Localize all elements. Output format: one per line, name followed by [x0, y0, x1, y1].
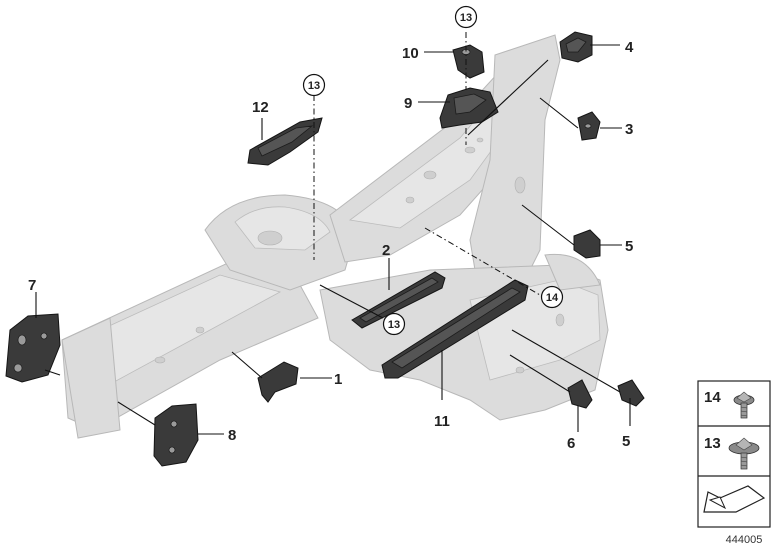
- circle-callout-13-center: 13: [388, 319, 400, 331]
- callout-1: 1: [334, 371, 342, 388]
- callout-6: 6: [567, 435, 575, 452]
- legend-label-14: 14: [704, 389, 721, 406]
- callout-5-lower: 5: [622, 433, 630, 450]
- callout-4: 4: [625, 39, 634, 56]
- part-11-rail: [381, 279, 529, 379]
- circle-callout-13-top: 13: [460, 12, 472, 24]
- part-6-bracket: [567, 379, 593, 409]
- callout-8: 8: [228, 427, 236, 444]
- callout-9: 9: [404, 95, 412, 112]
- bolt-13-icon: [728, 437, 760, 470]
- part-7-plate: [5, 313, 61, 383]
- circle-callout-13-left: 13: [308, 80, 320, 92]
- arrow-wedge-icon: [703, 485, 766, 513]
- part-3-plate: [577, 111, 601, 141]
- front-frame-structure: [61, 34, 609, 439]
- leader-lines: [35, 32, 631, 435]
- callout-12: 12: [252, 99, 269, 116]
- circle-callout-14: 14: [546, 292, 559, 304]
- part-8-plate: [153, 403, 199, 467]
- part-5-upper-bracket: [573, 229, 601, 259]
- part-4-clip: [559, 31, 593, 63]
- callout-5-upper: 5: [625, 238, 633, 255]
- part-1-bracket: [257, 361, 299, 403]
- legend-label-13: 13: [704, 435, 721, 452]
- bolt-14-icon: [733, 391, 755, 419]
- document-number: 444005: [726, 534, 763, 546]
- part-5-lower-bracket: [617, 379, 645, 407]
- callout-3: 3: [625, 121, 633, 138]
- part-12-bracket: [247, 117, 323, 166]
- fastener-legend: 14 13: [697, 380, 771, 528]
- callout-10: 10: [402, 45, 419, 62]
- part-10-bracket: [452, 44, 485, 79]
- circled-callouts: 13 13 13 14: [302, 5, 564, 336]
- callout-11: 11: [434, 413, 450, 430]
- callout-labels: 1 2 3 4 5 5 6 7 8 9 10 11 12: [28, 39, 634, 452]
- callout-2: 2: [382, 242, 390, 259]
- callout-7: 7: [28, 277, 36, 294]
